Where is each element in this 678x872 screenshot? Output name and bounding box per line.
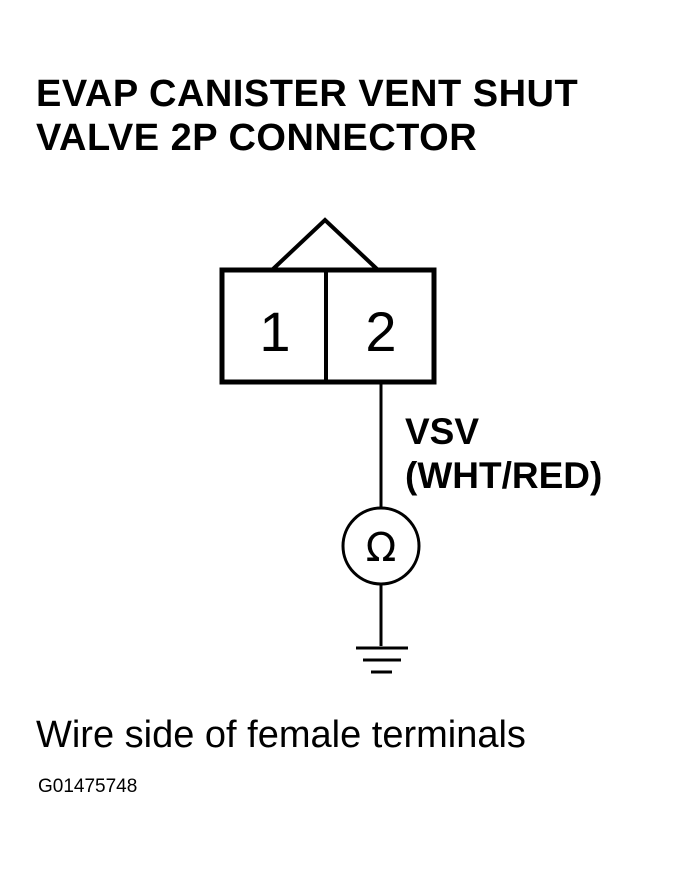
pin-1-label: 1: [259, 300, 290, 363]
connector-lock-tab: [270, 217, 380, 272]
diagram-title: EVAP CANISTER VENT SHUT VALVE 2P CONNECT…: [36, 72, 578, 160]
title-line-2: VALVE 2P CONNECTOR: [36, 117, 478, 159]
wire-label: VSV (WHT/RED): [405, 410, 602, 498]
ground-icon: [356, 646, 408, 674]
wire-color: (WHT/RED): [405, 455, 603, 496]
figure-id: G01475748: [38, 776, 138, 797]
ohm-symbol-icon: Ω: [366, 525, 397, 571]
wire-signal-name: VSV: [405, 411, 480, 452]
pin-2-label: 2: [365, 300, 396, 363]
diagram-caption: Wire side of female terminals: [36, 714, 526, 756]
title-line-1: EVAP CANISTER VENT SHUT: [36, 73, 579, 115]
